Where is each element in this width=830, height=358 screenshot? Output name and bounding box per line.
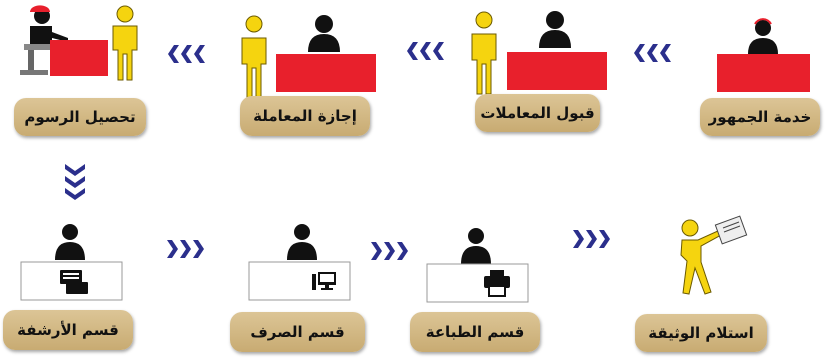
archive-clerk-icon (55, 224, 85, 260)
visitor-icon (471, 11, 497, 95)
printing-desk (426, 263, 529, 303)
printing-clerk-icon (461, 228, 491, 264)
step-label-approval: إجازة المعاملة (240, 96, 370, 136)
flow-arrow-5 (164, 238, 206, 260)
step-approval-scene (232, 12, 382, 102)
service-counter (717, 54, 810, 92)
step-label-fees: تحصيل الرسوم (14, 98, 146, 136)
step-label-public-service: خدمة الجمهور (700, 98, 820, 136)
receptionist-icon (717, 18, 810, 92)
visitor-icon (241, 15, 267, 99)
step-acceptance-scene (462, 8, 617, 98)
clerk-icon (308, 15, 340, 52)
step-disbursement-scene (248, 222, 352, 306)
flow-arrow-2 (405, 40, 447, 62)
archive-box-icon (60, 270, 88, 294)
printer-icon (484, 270, 510, 297)
step-printing-scene (426, 226, 530, 310)
step-fees-scene (18, 4, 148, 84)
flow-arrow-1 (632, 42, 674, 64)
step-label-archive: قسم الأرشفة (3, 310, 133, 350)
step-label-acceptance: قبول المعاملات (475, 94, 600, 132)
approval-counter (276, 54, 376, 92)
flow-arrow-6 (368, 240, 410, 262)
step-archive-scene (20, 222, 124, 306)
clerk-icon (539, 11, 571, 48)
flow-arrow-7 (570, 228, 612, 250)
cash-counter (50, 40, 108, 76)
cashier-icon (20, 5, 68, 75)
step-public-service-scene (712, 14, 812, 98)
step-label-disbursement: قسم الصرف (230, 312, 365, 352)
acceptance-counter (507, 52, 607, 90)
flow-arrow-3 (166, 43, 208, 65)
flow-arrow-4 (63, 162, 87, 202)
step-receive-document-scene (660, 214, 760, 306)
computer-icon (312, 272, 336, 290)
walking-person-icon (680, 219, 724, 295)
step-label-printing: قسم الطباعة (410, 312, 540, 352)
visitor-icon (112, 5, 138, 81)
step-label-receive-document: استلام الوثيقة (635, 314, 767, 352)
disbursement-clerk-icon (287, 224, 317, 260)
document-icon (714, 215, 748, 245)
